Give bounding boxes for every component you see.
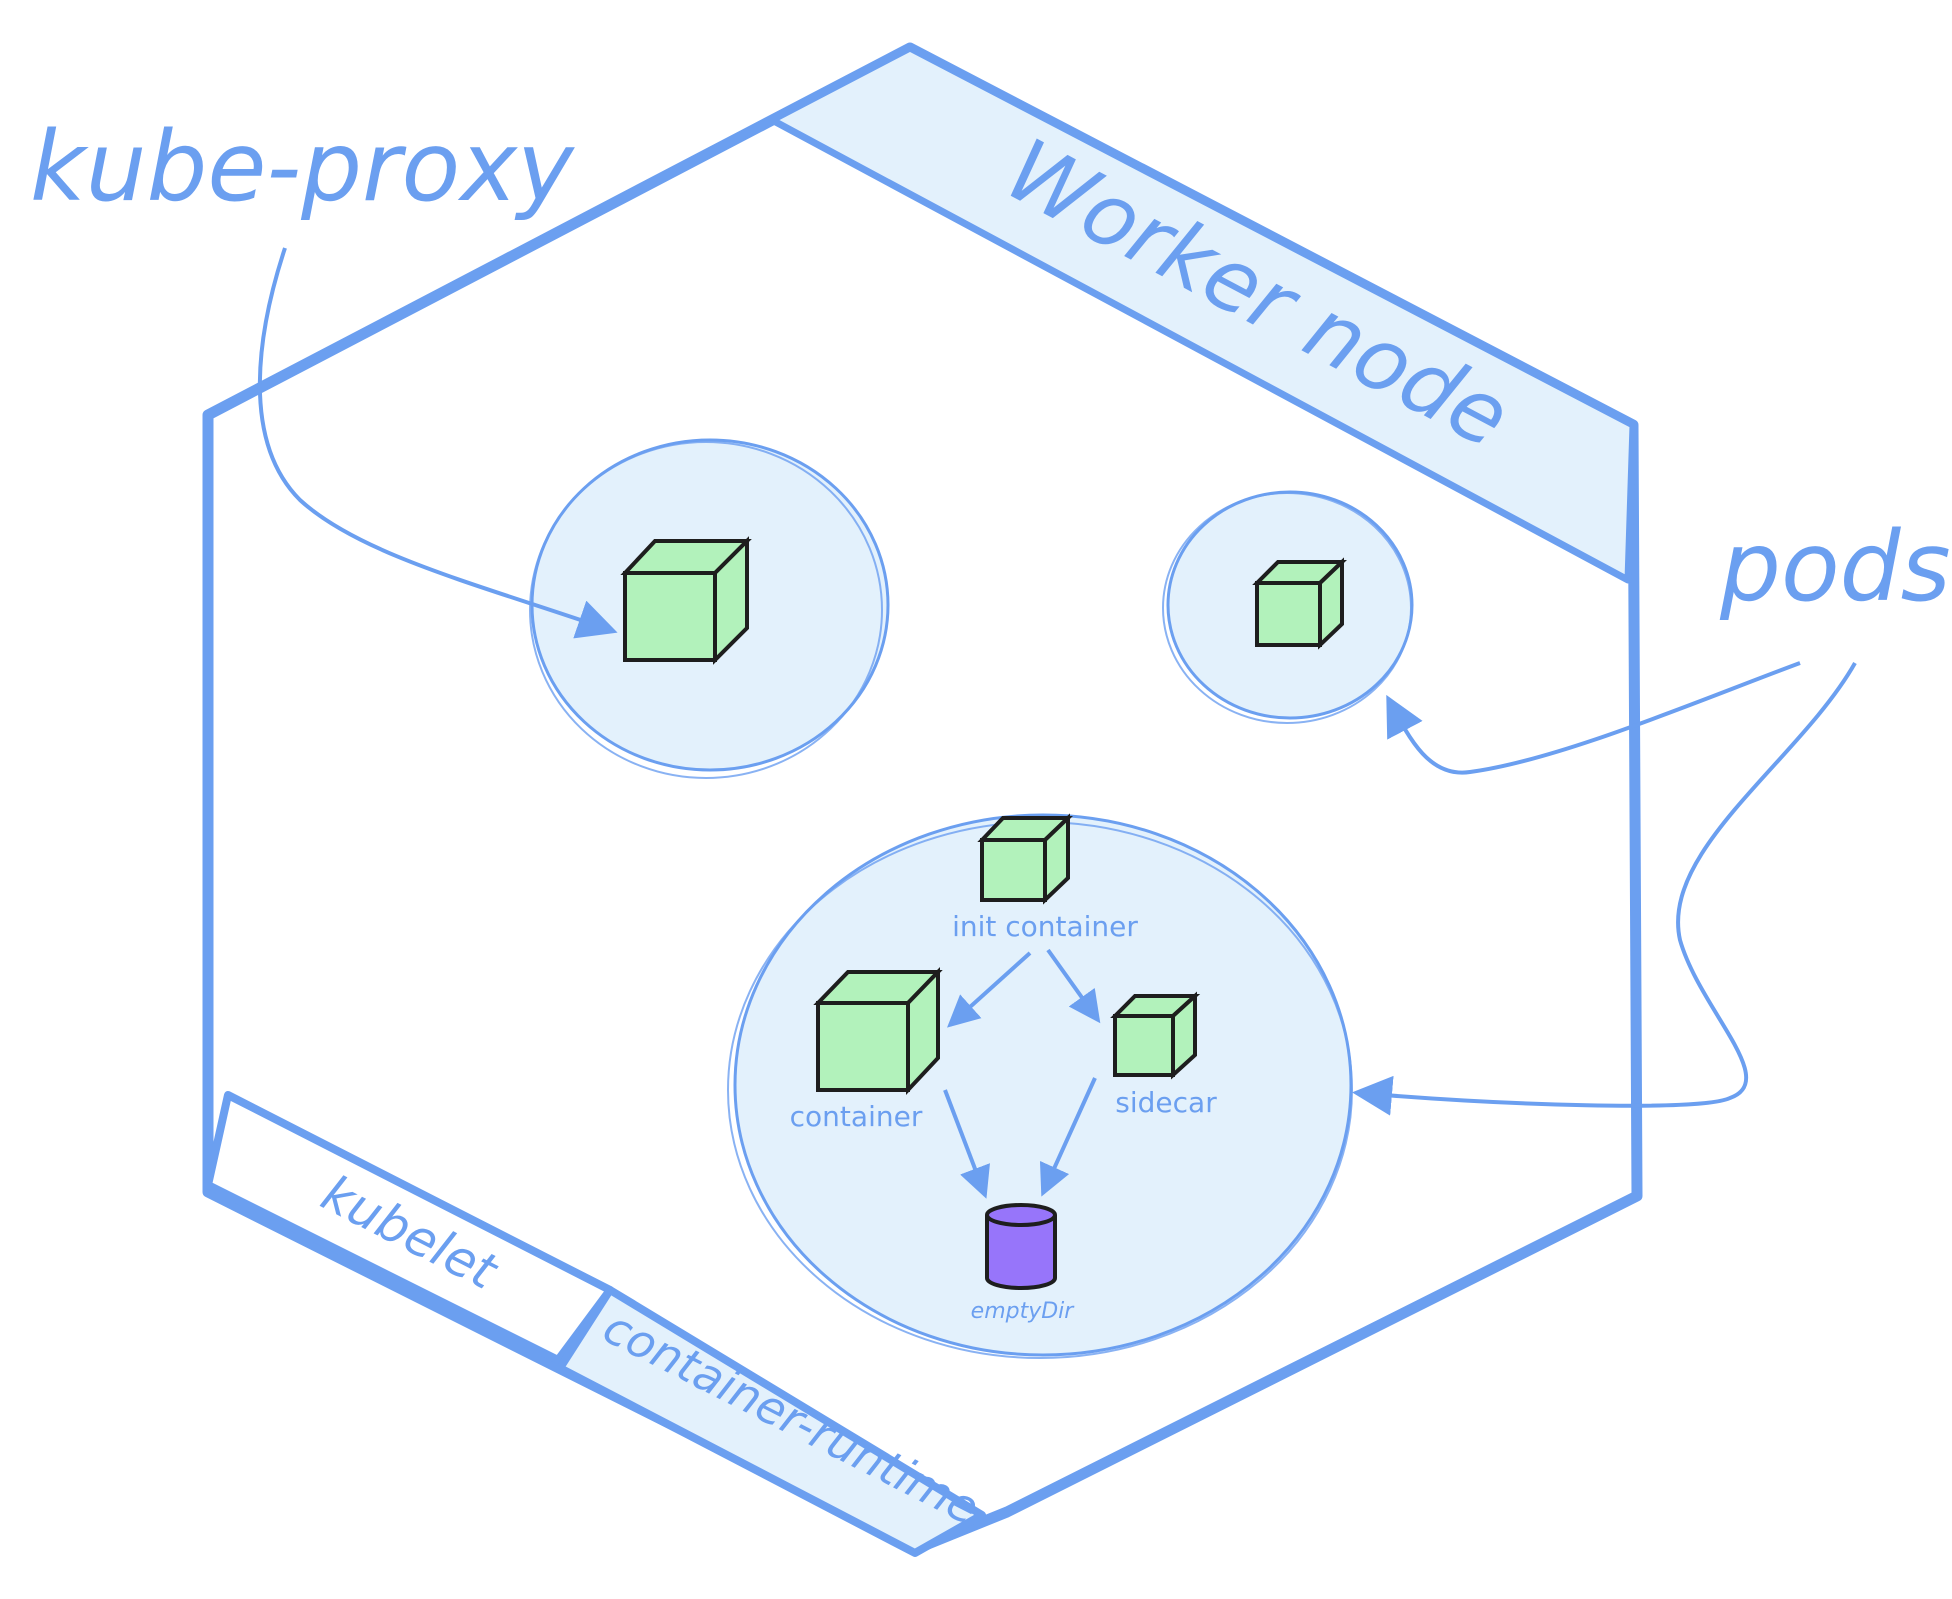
pod-3: init container container sidecar emptyDi… bbox=[727, 813, 1353, 1359]
cylinder-icon bbox=[985, 1203, 1057, 1290]
cube-icon bbox=[1110, 991, 1201, 1080]
pod-1 bbox=[529, 438, 890, 779]
container-label: container bbox=[790, 1100, 923, 1133]
arrow-init-to-sidecar bbox=[1046, 948, 1101, 1024]
cube-icon bbox=[813, 967, 943, 1096]
empty-dir-label: emptyDir bbox=[971, 1299, 1076, 1324]
pods-arrow-bottom bbox=[1352, 662, 1857, 1116]
cube-icon bbox=[1252, 557, 1347, 650]
arrow-container-to-volume bbox=[943, 1089, 990, 1199]
pod-2 bbox=[1162, 490, 1414, 724]
init-container-label: init container bbox=[952, 910, 1138, 943]
kube-proxy-label: kube-proxy bbox=[30, 111, 575, 223]
pods-label: pods bbox=[1719, 511, 1951, 623]
kube-proxy-arrow bbox=[257, 247, 618, 639]
arrow-init-to-container bbox=[947, 951, 1032, 1028]
pods-arrow-top bbox=[1386, 661, 1801, 775]
arrow-sidecar-to-volume bbox=[1039, 1077, 1097, 1197]
sidecar-label: sidecar bbox=[1115, 1086, 1217, 1119]
cube-icon bbox=[977, 813, 1073, 905]
cube-icon bbox=[620, 536, 752, 665]
